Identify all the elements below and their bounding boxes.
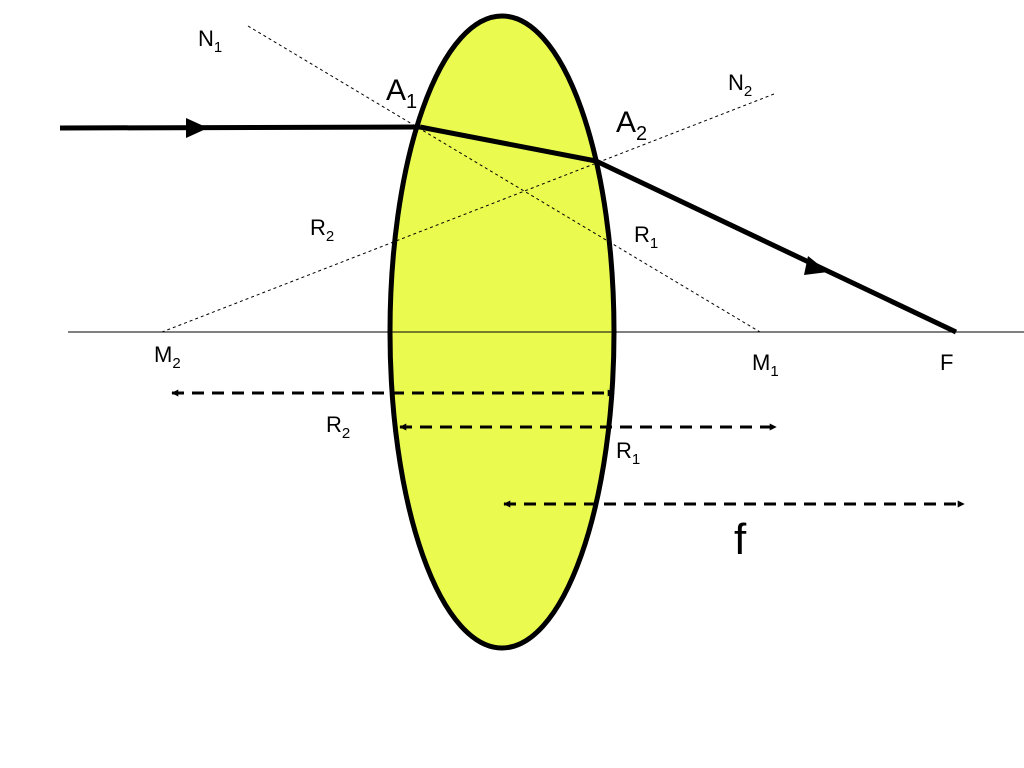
label-n2: N2 — [728, 70, 752, 100]
label-n1: N1 — [198, 26, 222, 56]
label-r2-lower: R2 — [326, 412, 350, 442]
label-r1-lower: R1 — [616, 438, 640, 468]
label-focal-length-f: f — [734, 515, 747, 564]
emergent-ray-arrow — [804, 256, 828, 275]
label-focal-point-f: F — [940, 350, 953, 375]
label-a2: A2 — [616, 106, 647, 145]
normal-line-n2-m2 — [161, 93, 775, 333]
incident-ray — [59, 124, 421, 131]
label-r1-upper: R1 — [634, 222, 658, 252]
incident-ray-arrow — [186, 118, 208, 138]
label-m1: M1 — [752, 350, 779, 380]
refracted-ray-inside-lens — [419, 124, 597, 164]
label-a1: A1 — [386, 74, 417, 113]
label-r2-upper: R2 — [310, 215, 334, 245]
label-m2: M2 — [154, 342, 181, 372]
emergent-ray — [594, 158, 958, 335]
